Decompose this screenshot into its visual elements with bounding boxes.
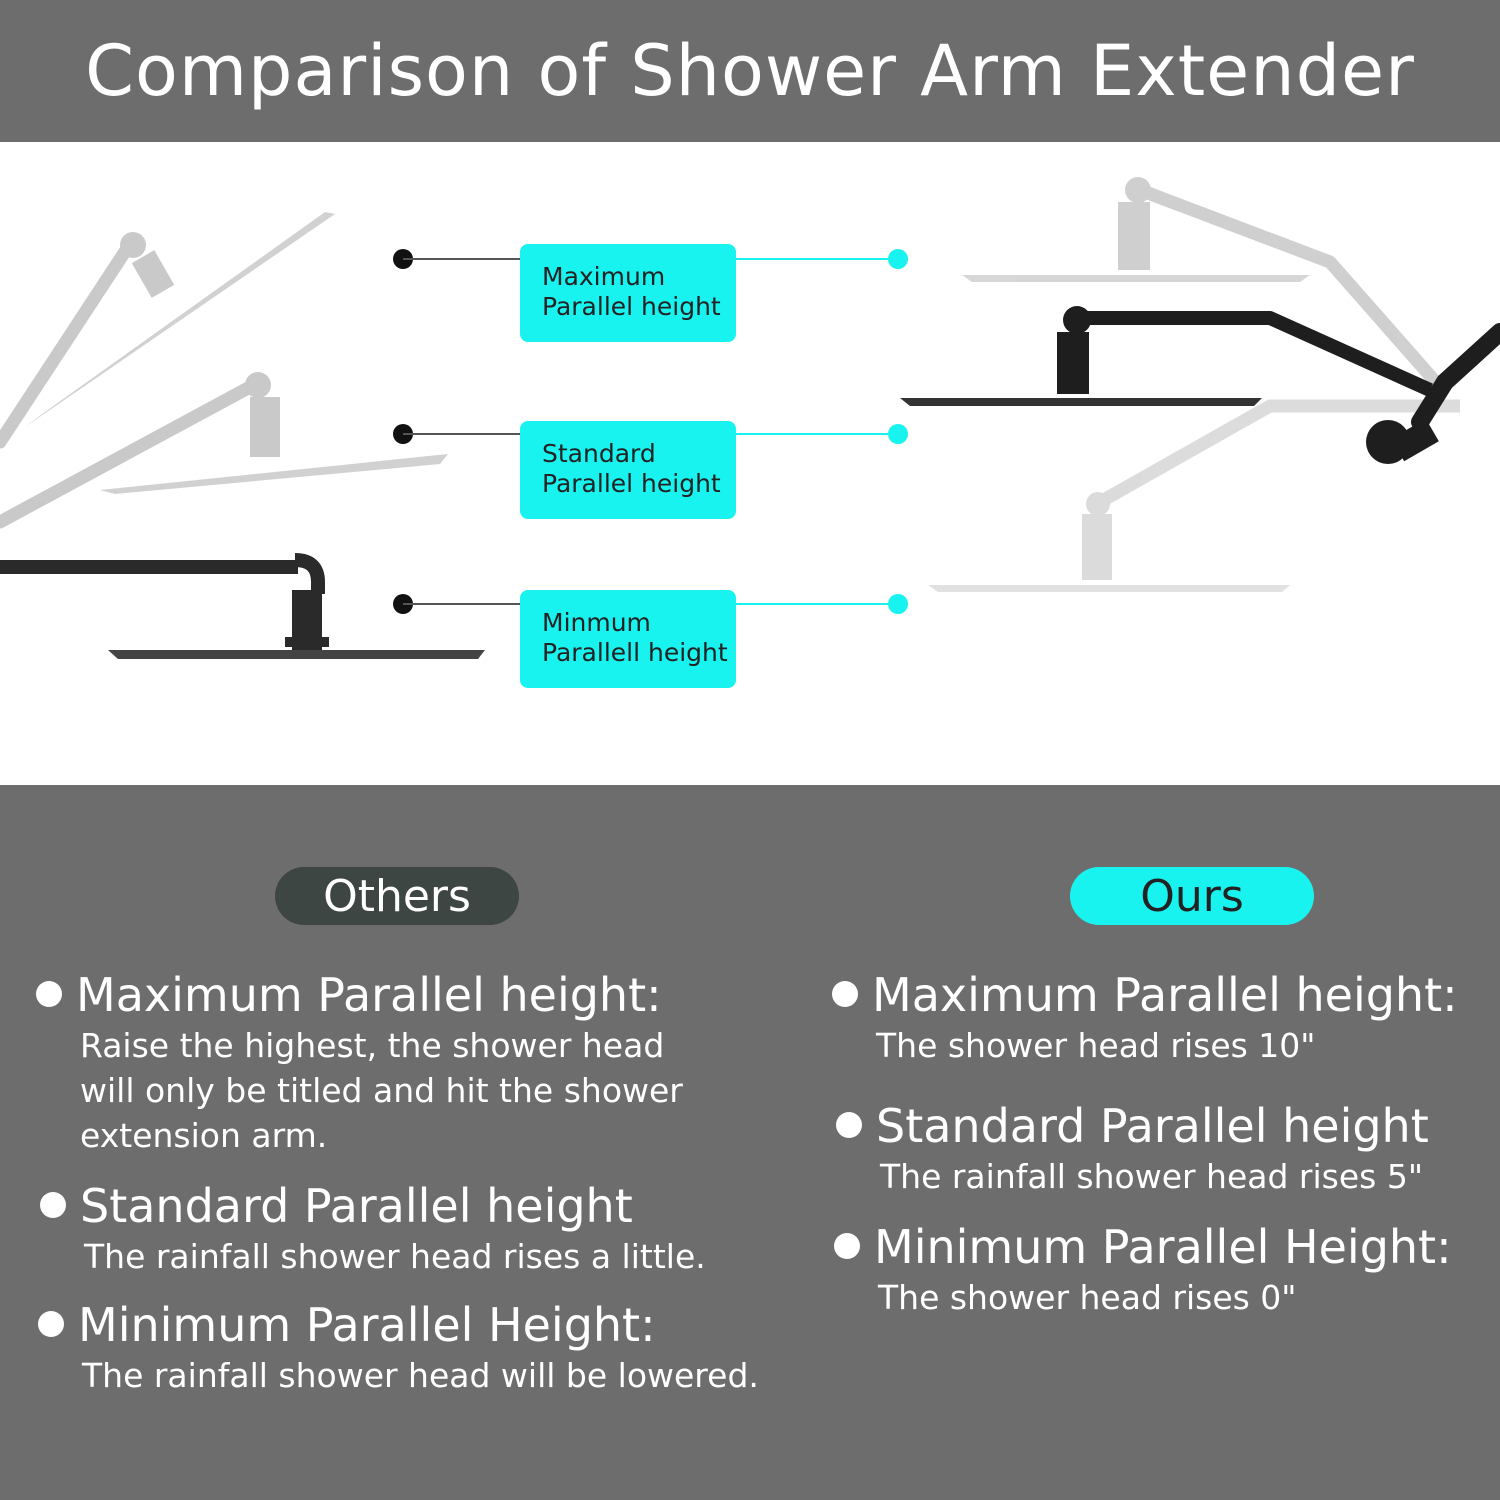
bullet-icon [36,981,62,1007]
header-banner: Comparison of Shower Arm Extender [0,0,1500,142]
ours-min-shower-icon [928,399,1460,592]
bullet-icon [836,1112,862,1138]
bullet-icon [40,1192,66,1218]
item-desc: The rainfall shower head will be lowered… [82,1356,759,1395]
label-line: Parallel height [542,469,721,498]
item-title: Standard Parallel height [80,1179,633,1233]
bullet-icon [834,1233,860,1259]
others-item-minimum: Minimum Parallel Height: The rainfall sh… [38,1297,759,1398]
item-title: Minimum Parallel Height: [874,1220,1452,1274]
ours-standard-shower-icon [900,306,1500,464]
label-line: Standard [542,439,656,468]
illustration-panel: Maximum Parallel height Standard Paralle… [0,142,1500,785]
label-line: Maximum [542,262,666,291]
ours-item-standard: Standard Parallel height The rainfall sh… [836,1098,1429,1199]
item-desc: The shower head rises 10" [876,1026,1316,1065]
others-badge: Others [275,867,519,925]
item-desc: Raise the highest, the shower head [80,1026,665,1065]
item-desc: will only be titled and hit the shower [80,1071,683,1110]
ours-max-shower-icon [962,177,1445,392]
item-desc: The rainfall shower head rises 5" [880,1157,1424,1196]
item-desc: extension arm. [80,1116,328,1155]
ours-badge: Ours [1070,867,1314,925]
others-item-standard: Standard Parallel height The rainfall sh… [40,1178,706,1279]
item-desc: The shower head rises 0" [878,1278,1297,1317]
ours-item-maximum: Maximum Parallel height: The shower head… [832,967,1458,1068]
bullet-icon [38,1311,64,1337]
label-line: Minmum [542,608,651,637]
item-title: Minimum Parallel Height: [78,1298,656,1352]
level-connectors [393,249,908,614]
label-minimum-parallel-height: Minmum Parallell height [520,590,736,688]
bullet-icon [832,981,858,1007]
others-standard-shower-icon [0,372,448,529]
shower-arm-illustration [0,177,1500,659]
page-title: Comparison of Shower Arm Extender [85,30,1415,112]
item-title: Maximum Parallel height: [872,968,1458,1022]
item-desc: The rainfall shower head rises a little. [84,1237,706,1276]
label-line: Parallell height [542,638,728,667]
ours-item-minimum: Minimum Parallel Height: The shower head… [834,1219,1452,1320]
label-standard-parallel-height: Standard Parallel height [520,421,736,519]
label-maximum-parallel-height: Maximum Parallel height [520,244,736,342]
comparison-panel: Others Ours Maximum Parallel height: Rai… [0,785,1500,1500]
label-line: Parallel height [542,292,721,321]
others-min-shower-icon [0,553,485,659]
item-title: Maximum Parallel height: [76,968,662,1022]
others-max-shower-icon [0,212,335,449]
others-item-maximum: Maximum Parallel height: Raise the highe… [36,967,683,1158]
item-title: Standard Parallel height [876,1099,1429,1153]
